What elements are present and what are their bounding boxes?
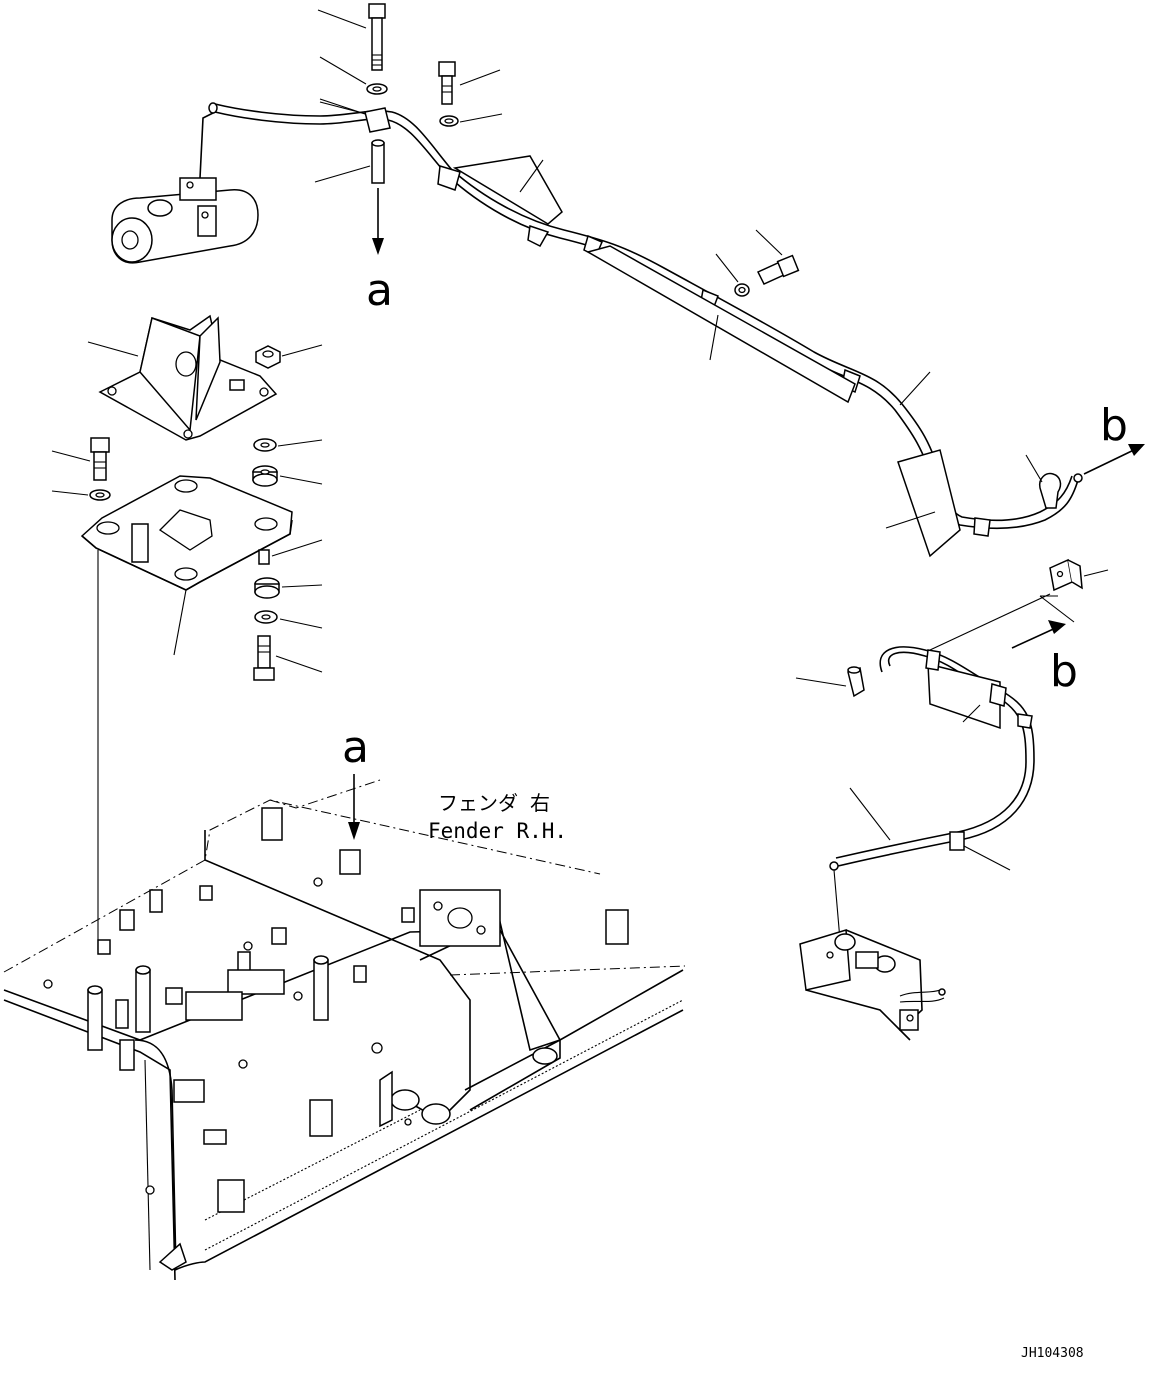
bolt-2 xyxy=(438,61,501,105)
connector-block xyxy=(1039,558,1109,623)
fender-label-english: Fender R.H. xyxy=(428,819,567,843)
fender-rh xyxy=(3,779,686,1281)
top-bolt xyxy=(317,3,386,71)
top-washer xyxy=(319,56,388,95)
spacer-pin xyxy=(314,101,385,255)
upper-harness xyxy=(208,98,1083,558)
nut-1 xyxy=(255,344,323,369)
pin-2 xyxy=(258,539,323,565)
bolt-3 xyxy=(51,437,110,481)
mounting-bracket xyxy=(87,314,278,441)
lower-harness xyxy=(829,593,1051,941)
valve-assembly xyxy=(799,929,946,1041)
mount-rubber-2 xyxy=(254,577,323,599)
harness-bolt xyxy=(715,229,800,297)
drawing-number: JH104308 xyxy=(1021,1346,1084,1361)
callout-a-top: a xyxy=(366,265,393,316)
cap-2 xyxy=(795,666,865,698)
washer-4 xyxy=(51,489,111,501)
bolt-4 xyxy=(253,635,323,681)
solenoid-motor xyxy=(111,111,259,264)
arrow-b-right xyxy=(1083,447,1139,475)
callout-b-lower: b xyxy=(1050,646,1078,697)
callout-a-bottom: a xyxy=(342,722,369,773)
fender-label-japanese: フェンダ 右 xyxy=(438,791,550,815)
washer-5 xyxy=(254,610,323,629)
callout-b-right: b xyxy=(1100,400,1128,451)
arrow-b-lower xyxy=(1011,625,1061,649)
mount-rubber xyxy=(252,465,323,487)
washer-3 xyxy=(253,438,323,452)
washer-2 xyxy=(439,113,503,127)
base-plate xyxy=(80,475,293,656)
rubber-cap xyxy=(1025,454,1062,509)
